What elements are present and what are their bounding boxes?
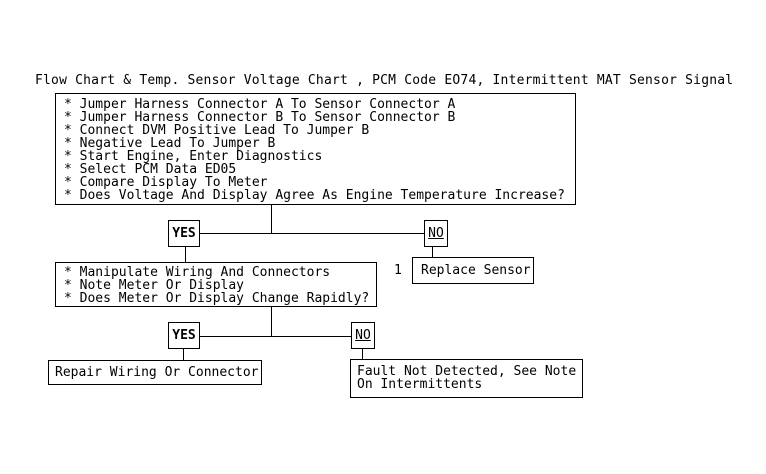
decision2-yes-box: YES	[168, 322, 200, 349]
step2-line: * Does Meter Or Display Change Rapidly?	[64, 291, 370, 306]
decision1-no-box: NO	[424, 220, 448, 247]
decision1-yes-label: YES	[172, 226, 196, 241]
connector-yes1-down	[185, 247, 186, 262]
fault-line: Fault Not Detected, See Note	[357, 364, 577, 379]
page-title: Flow Chart & Temp. Sensor Voltage Chart …	[35, 73, 734, 88]
connector-yes2-down	[183, 349, 184, 361]
connector-no1-down	[432, 247, 433, 258]
repair-label: Repair Wiring Or Connector	[55, 365, 259, 380]
replace-sensor-label: Replace Sensor	[421, 263, 531, 278]
decision2-no-label: NO	[355, 328, 371, 343]
decision1-yes-box: YES	[168, 220, 200, 247]
step1-box: * Jumper Harness Connector A To Sensor C…	[55, 93, 576, 205]
step1-line: * Negative Lead To Jumper B	[64, 136, 276, 151]
connector-decision2-rail	[200, 336, 352, 337]
repair-box: Repair Wiring Or Connector	[48, 360, 262, 385]
connector-no2-down	[362, 348, 363, 360]
step1-line: * Start Engine, Enter Diagnostics	[64, 149, 323, 164]
step2-box: * Manipulate Wiring And Connectors * Not…	[55, 262, 377, 307]
step1-line: * Connect DVM Positive Lead To Jumper B	[64, 123, 370, 138]
fault-line: On Intermittents	[357, 377, 483, 392]
step1-line: * Select PCM Data ED05	[64, 162, 237, 177]
connector-decision1-rail	[200, 233, 424, 234]
replace-sensor-number: 1	[394, 263, 402, 278]
step1-line: * Does Voltage And Display Agree As Engi…	[64, 188, 565, 203]
step2-line: * Manipulate Wiring And Connectors	[64, 265, 331, 280]
fault-box: Fault Not Detected, See Note On Intermit…	[350, 359, 583, 398]
connector-step2-down	[271, 307, 272, 336]
connector-step1-down	[271, 205, 272, 233]
decision1-no-label: NO	[428, 226, 444, 241]
replace-sensor-box: Replace Sensor	[412, 257, 534, 284]
decision2-no-box: NO	[351, 322, 375, 349]
step2-line: * Note Meter Or Display	[64, 278, 245, 293]
step1-line: * Jumper Harness Connector B To Sensor C…	[64, 110, 456, 125]
step1-line: * Jumper Harness Connector A To Sensor C…	[64, 97, 456, 112]
step1-line: * Compare Display To Meter	[64, 175, 268, 190]
decision2-yes-label: YES	[172, 328, 196, 343]
